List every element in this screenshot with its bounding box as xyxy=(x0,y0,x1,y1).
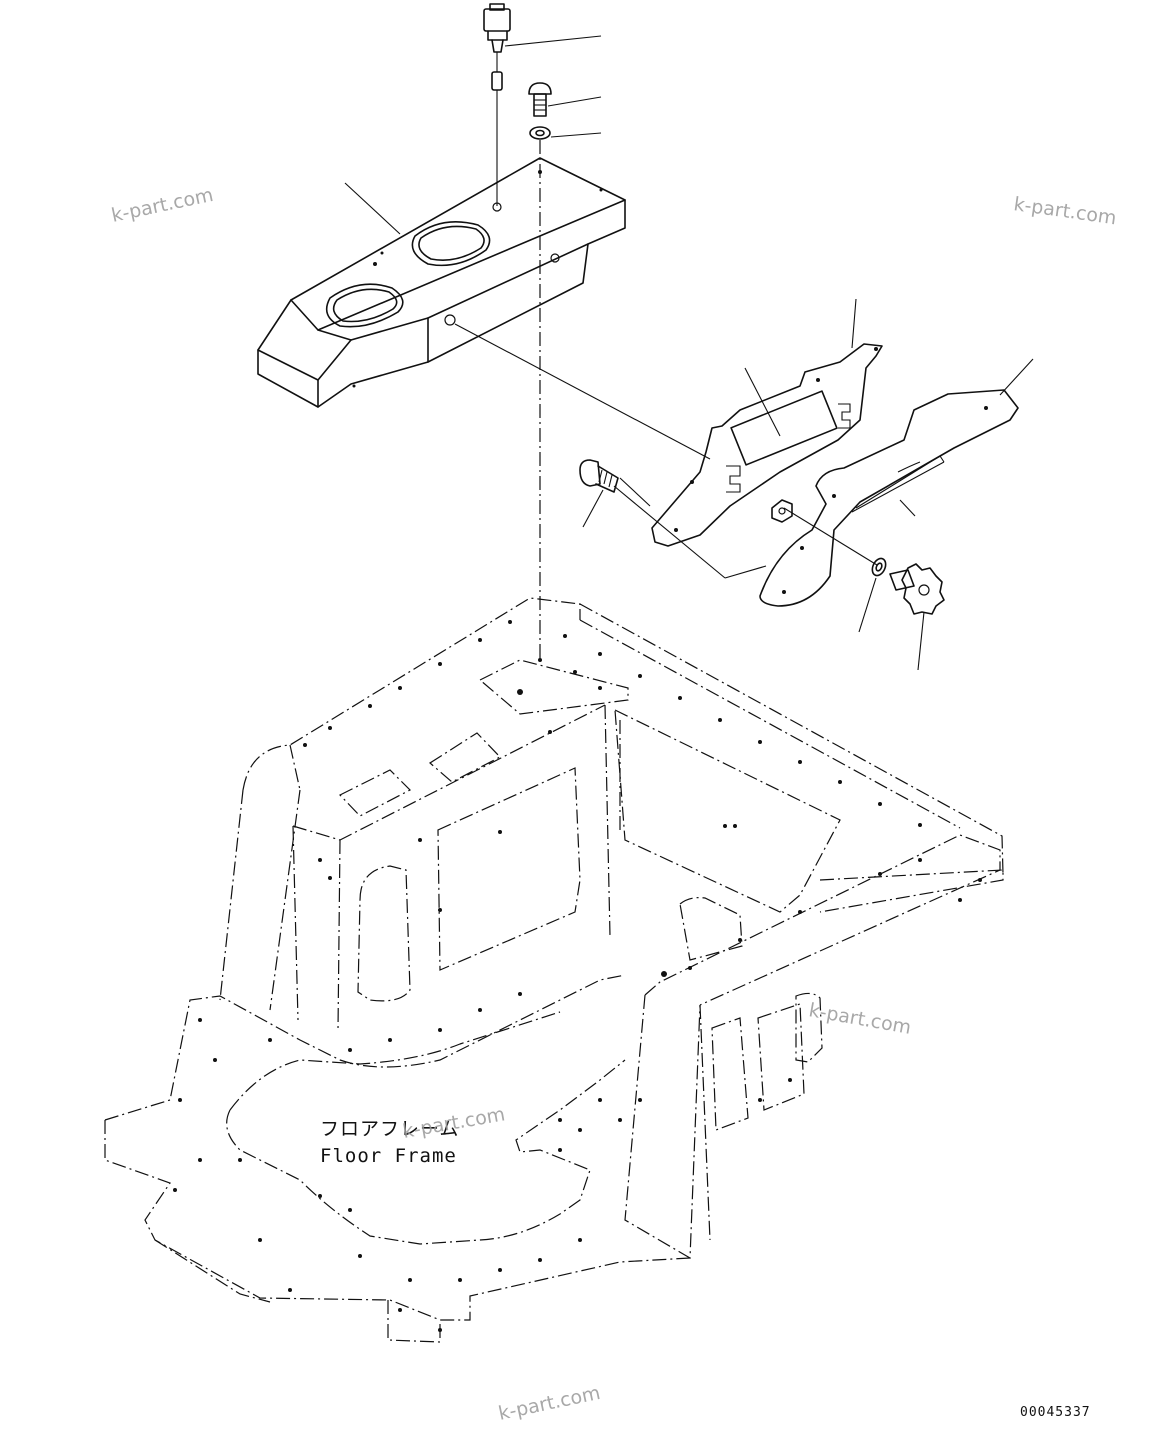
bolt-left xyxy=(579,459,619,493)
bracket-arm-right xyxy=(759,389,1019,607)
sensor-switch xyxy=(483,3,511,206)
watermark: k-part.com xyxy=(1012,193,1118,229)
floor-frame-label-jp: フロアフレーム xyxy=(320,1118,459,1140)
bolt-top xyxy=(528,82,552,117)
watermark: k-part.com xyxy=(807,999,913,1039)
console-box xyxy=(257,157,626,408)
nut xyxy=(771,499,793,523)
watermark: k-part.com xyxy=(109,184,215,227)
frame-holes xyxy=(173,620,982,1332)
floor-frame xyxy=(104,597,1004,1343)
watermark: k-part.com xyxy=(496,1382,602,1425)
floor-frame-label-en: Floor Frame xyxy=(320,1145,457,1167)
washer-right xyxy=(871,557,887,577)
washer-top xyxy=(529,126,551,140)
drawing-number: 00045337 xyxy=(1020,1405,1091,1420)
bracket-plate-left xyxy=(651,343,883,547)
knob xyxy=(889,563,945,615)
